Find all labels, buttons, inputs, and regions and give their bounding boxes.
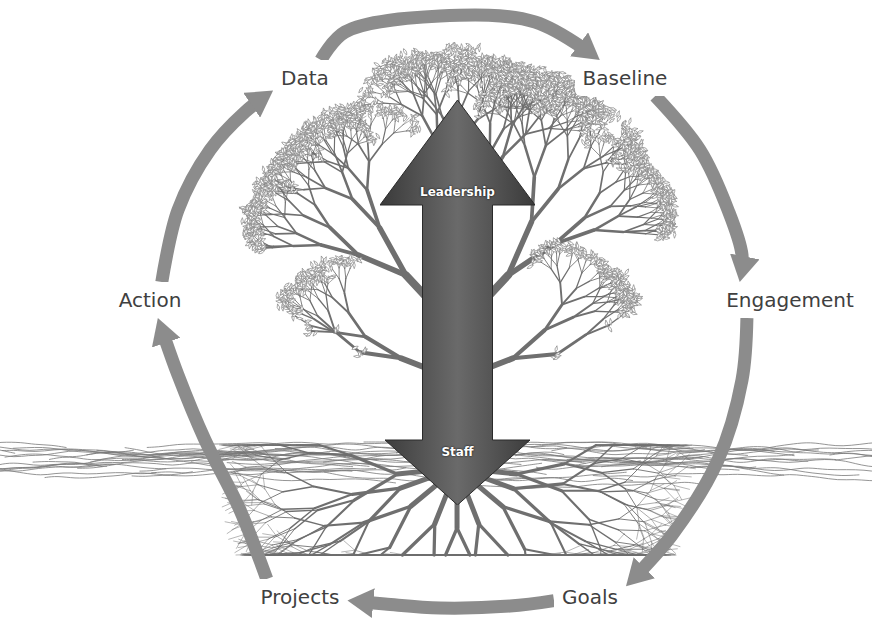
diagram-canvas: DataBaselineLeadershipStaffActionEngagem… [0, 0, 872, 628]
